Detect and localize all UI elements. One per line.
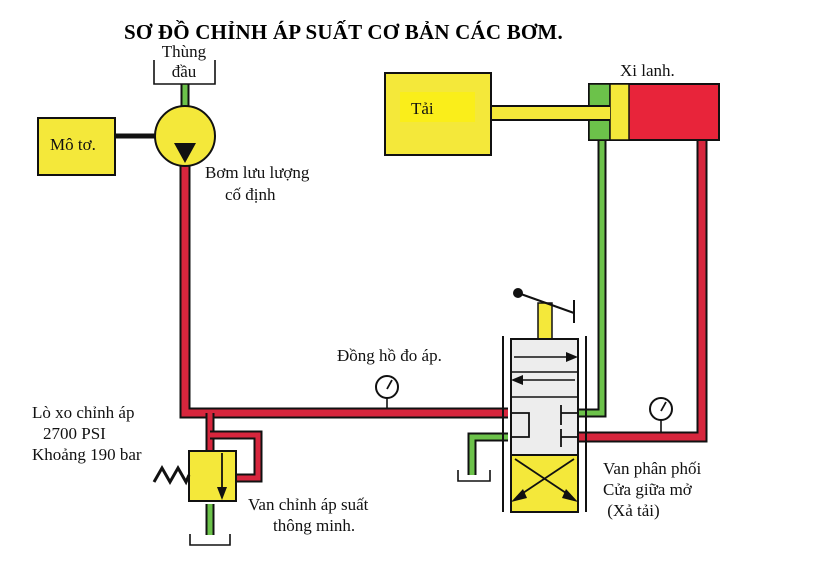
pressure-gauge-cylinder-icon	[649, 397, 673, 432]
pressure-gauge-main-icon	[375, 375, 399, 408]
directional-valve-label-line-2: Cửa giữa mở	[603, 480, 692, 499]
spring-label: Lò xo chỉnh áp 2700 PSI Khoảng 190 bar	[32, 402, 142, 465]
tank-relief-symbol	[189, 534, 231, 546]
motor-box	[37, 117, 116, 176]
return-line-cylinder	[578, 138, 607, 418]
directional-valve-icon	[502, 288, 587, 513]
pump-label-line-1: Bơm lưu lượng	[205, 163, 310, 182]
pressure-gauge-label: Đồng hồ đo áp.	[337, 346, 442, 365]
pump-icon	[154, 105, 216, 167]
relief-valve-icon	[152, 450, 237, 502]
directional-valve-label: Van phân phối Cửa giữa mở (Xả tải)	[603, 458, 701, 521]
cylinder-icon	[570, 83, 720, 141]
relief-valve-label-line-2: thông minh.	[273, 516, 356, 535]
directional-valve-label-line-1: Van phân phối	[603, 459, 702, 478]
motor-label: Mô tơ.	[50, 135, 96, 154]
tank-valve-symbol	[457, 470, 491, 482]
spring-icon	[152, 464, 191, 486]
pressure-line-cylinder	[578, 138, 708, 443]
spring-label-line-1: Lò xo chỉnh áp	[32, 403, 135, 422]
pump-label-line-2: cố định	[225, 185, 276, 204]
tank-label: Thùng đầu	[152, 42, 216, 82]
tank-label-line-1: Thùng	[161, 42, 207, 61]
tank-label-line-2: đầu	[171, 62, 197, 81]
pump-label: Bơm lưu lượng cố định	[205, 162, 309, 206]
directional-valve-label-line-3: (Xả tải)	[603, 501, 660, 520]
pressure-lines	[179, 138, 708, 483]
relief-valve-label: Van chỉnh áp suất thông minh.	[248, 494, 368, 536]
cylinder-label: Xi lanh.	[620, 61, 675, 80]
load-label: Tải	[411, 99, 434, 118]
spring-label-line-3: Khoảng 190 bar	[32, 445, 142, 464]
relief-valve-label-line-1: Van chỉnh áp suất	[248, 495, 369, 514]
spring-label-line-2: 2700 PSI	[43, 424, 106, 443]
diagram-title: SƠ ĐỒ CHỈNH ÁP SUẤT CƠ BẢN CÁC BƠM.	[124, 20, 563, 44]
tank-top-symbol	[153, 60, 216, 85]
